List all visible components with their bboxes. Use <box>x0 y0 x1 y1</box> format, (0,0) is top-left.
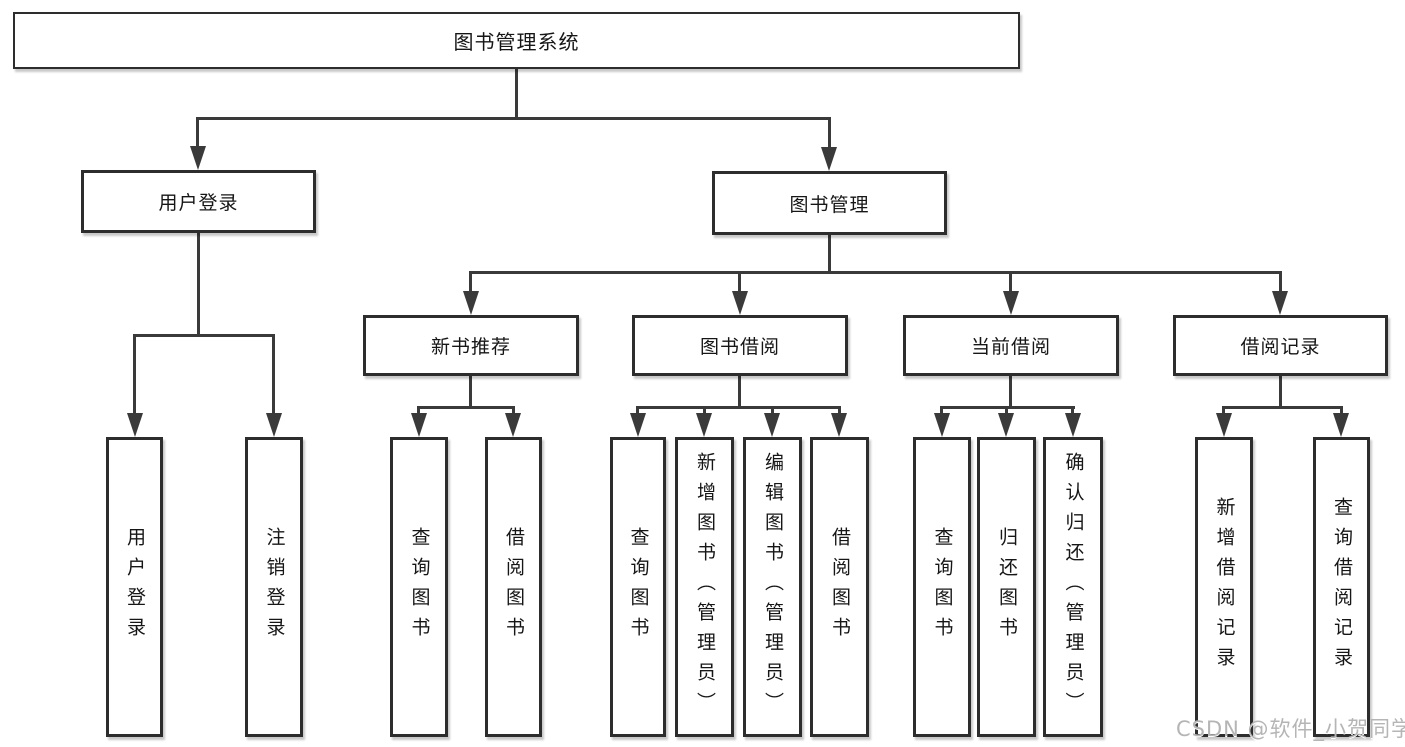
arrow-down-icon <box>463 291 479 315</box>
arrow-down-icon <box>732 291 748 315</box>
connector-stem <box>703 406 706 415</box>
connector-stem <box>738 271 741 293</box>
connector-stem <box>771 406 774 415</box>
arrow-down-icon <box>190 146 206 170</box>
leaf-logout: 注销登录 <box>245 437 303 737</box>
connector-stem <box>940 406 943 415</box>
connector-stem <box>636 406 639 415</box>
arrow-down-icon <box>127 413 143 437</box>
connector-stem <box>469 271 472 293</box>
connector-stem <box>196 117 199 149</box>
connector-stem <box>417 406 420 415</box>
connector-bookborrow-branch <box>636 406 841 409</box>
connector-userlogin-branch <box>133 334 275 337</box>
leaf-borrow-book: 借阅图书 <box>810 437 869 737</box>
node-library-system: 图书管理系统 <box>13 12 1020 69</box>
arrow-down-icon <box>411 413 427 437</box>
leaf-borrow-query: 查询图书 <box>610 437 666 737</box>
connector-records-stub <box>1279 376 1282 408</box>
arrow-down-icon <box>1333 413 1349 437</box>
leaf-current-confirm-admin: 确认归还（管理员） <box>1043 437 1103 737</box>
node-user-login: 用户登录 <box>81 170 316 233</box>
leaf-record-add: 新增借阅记录 <box>1195 437 1253 737</box>
arrow-down-icon <box>266 413 282 437</box>
leaf-current-return: 归还图书 <box>977 437 1036 737</box>
connector-stem <box>1005 406 1008 415</box>
arrow-down-icon <box>1272 291 1288 315</box>
connector-stem <box>1009 271 1012 293</box>
node-current-borrow: 当前借阅 <box>903 315 1119 376</box>
connector-stem <box>1279 271 1282 293</box>
arrow-down-icon <box>831 413 847 437</box>
node-book-management: 图书管理 <box>712 171 947 235</box>
connector-stem <box>828 117 831 149</box>
arrow-down-icon <box>764 413 780 437</box>
connector-stem <box>133 334 136 415</box>
arrow-down-icon <box>1065 413 1081 437</box>
connector-stem <box>1071 406 1074 415</box>
connector-stem <box>1222 406 1225 415</box>
arrow-down-icon <box>1003 291 1019 315</box>
connector-bookmgmt-branch <box>469 271 1282 274</box>
arrow-down-icon <box>505 413 521 437</box>
connector-root-branch <box>196 117 831 120</box>
connector-stem <box>272 334 275 415</box>
csdn-watermark: CSDN @软件_小贺同学 <box>1176 717 1405 741</box>
node-new-book-recommend: 新书推荐 <box>363 315 579 376</box>
connector-userlogin-stub <box>197 233 200 337</box>
connector-stem <box>1340 406 1343 415</box>
connector-root-stub <box>515 69 518 120</box>
arrow-down-icon <box>934 413 950 437</box>
connector-records-branch <box>1222 406 1343 409</box>
leaf-newbook-query: 查询图书 <box>390 437 448 737</box>
leaf-newbook-borrow: 借阅图书 <box>485 437 542 737</box>
arrow-down-icon <box>696 413 712 437</box>
connector-newbook-branch <box>417 406 515 409</box>
connector-bookborrow-stub <box>738 376 741 408</box>
connector-newbook-stub <box>469 376 472 408</box>
leaf-borrow-add-admin: 新增图书（管理员） <box>675 437 734 737</box>
node-borrow-records: 借阅记录 <box>1173 315 1388 376</box>
connector-stem <box>512 406 515 415</box>
arrow-down-icon <box>630 413 646 437</box>
node-book-borrow: 图书借阅 <box>632 315 848 376</box>
arrow-down-icon <box>998 413 1014 437</box>
arrow-down-icon <box>821 147 837 171</box>
leaf-user-login: 用户登录 <box>106 437 163 737</box>
connector-currentborrow-stub <box>1009 376 1012 408</box>
leaf-record-query: 查询借阅记录 <box>1313 437 1370 737</box>
connector-bookmgmt-stub <box>828 235 831 274</box>
arrow-down-icon <box>1216 413 1232 437</box>
connector-stem <box>838 406 841 415</box>
leaf-current-query: 查询图书 <box>913 437 971 737</box>
leaf-borrow-edit-admin: 编辑图书（管理员） <box>743 437 802 737</box>
